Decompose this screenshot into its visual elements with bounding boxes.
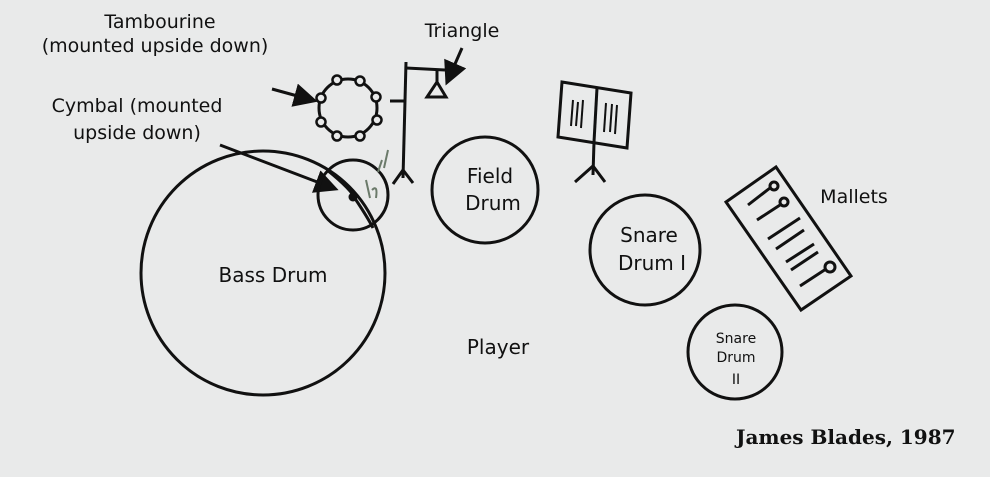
triangle-arrow xyxy=(444,47,467,86)
player-label: Player xyxy=(467,335,530,359)
cymbal-label-line2: upside down) xyxy=(73,122,201,144)
cymbal-label-line1: Cymbal (mounted xyxy=(52,95,223,117)
snare-drum-2-icon xyxy=(686,303,784,401)
bass-drum-icon xyxy=(139,149,387,397)
snare-drum-2-label-1: Snare xyxy=(716,331,756,347)
field-drum-icon xyxy=(430,135,540,245)
snare-drum-2-label-3: II xyxy=(732,372,740,388)
mallets-tray-icon xyxy=(723,164,854,313)
mallets-label: Mallets xyxy=(820,186,888,208)
pencil-mark-icon xyxy=(365,149,389,199)
tambourine-icon xyxy=(315,74,383,142)
tambourine-note: (mounted upside down) xyxy=(42,35,269,57)
field-drum-label-1: Field xyxy=(467,164,513,188)
music-stand-icon xyxy=(556,80,633,184)
snare-drum-1-label-1: Snare xyxy=(620,223,678,247)
triangle-label: Triangle xyxy=(424,20,500,42)
snare-drum-1-label-2: Drum I xyxy=(618,251,686,275)
snare-drum-1-icon xyxy=(588,193,702,307)
snare-drum-2-label-2: Drum xyxy=(716,350,755,366)
tambourine-arrow xyxy=(271,83,318,107)
credit-text: James Blades, 1987 xyxy=(734,425,956,449)
tambourine-label: Tambourine xyxy=(103,11,215,33)
cymbal-icon xyxy=(316,158,390,232)
triangle-stand-icon xyxy=(390,61,449,185)
field-drum-label-2: Drum xyxy=(465,191,521,215)
bass-drum-label: Bass Drum xyxy=(219,263,328,287)
